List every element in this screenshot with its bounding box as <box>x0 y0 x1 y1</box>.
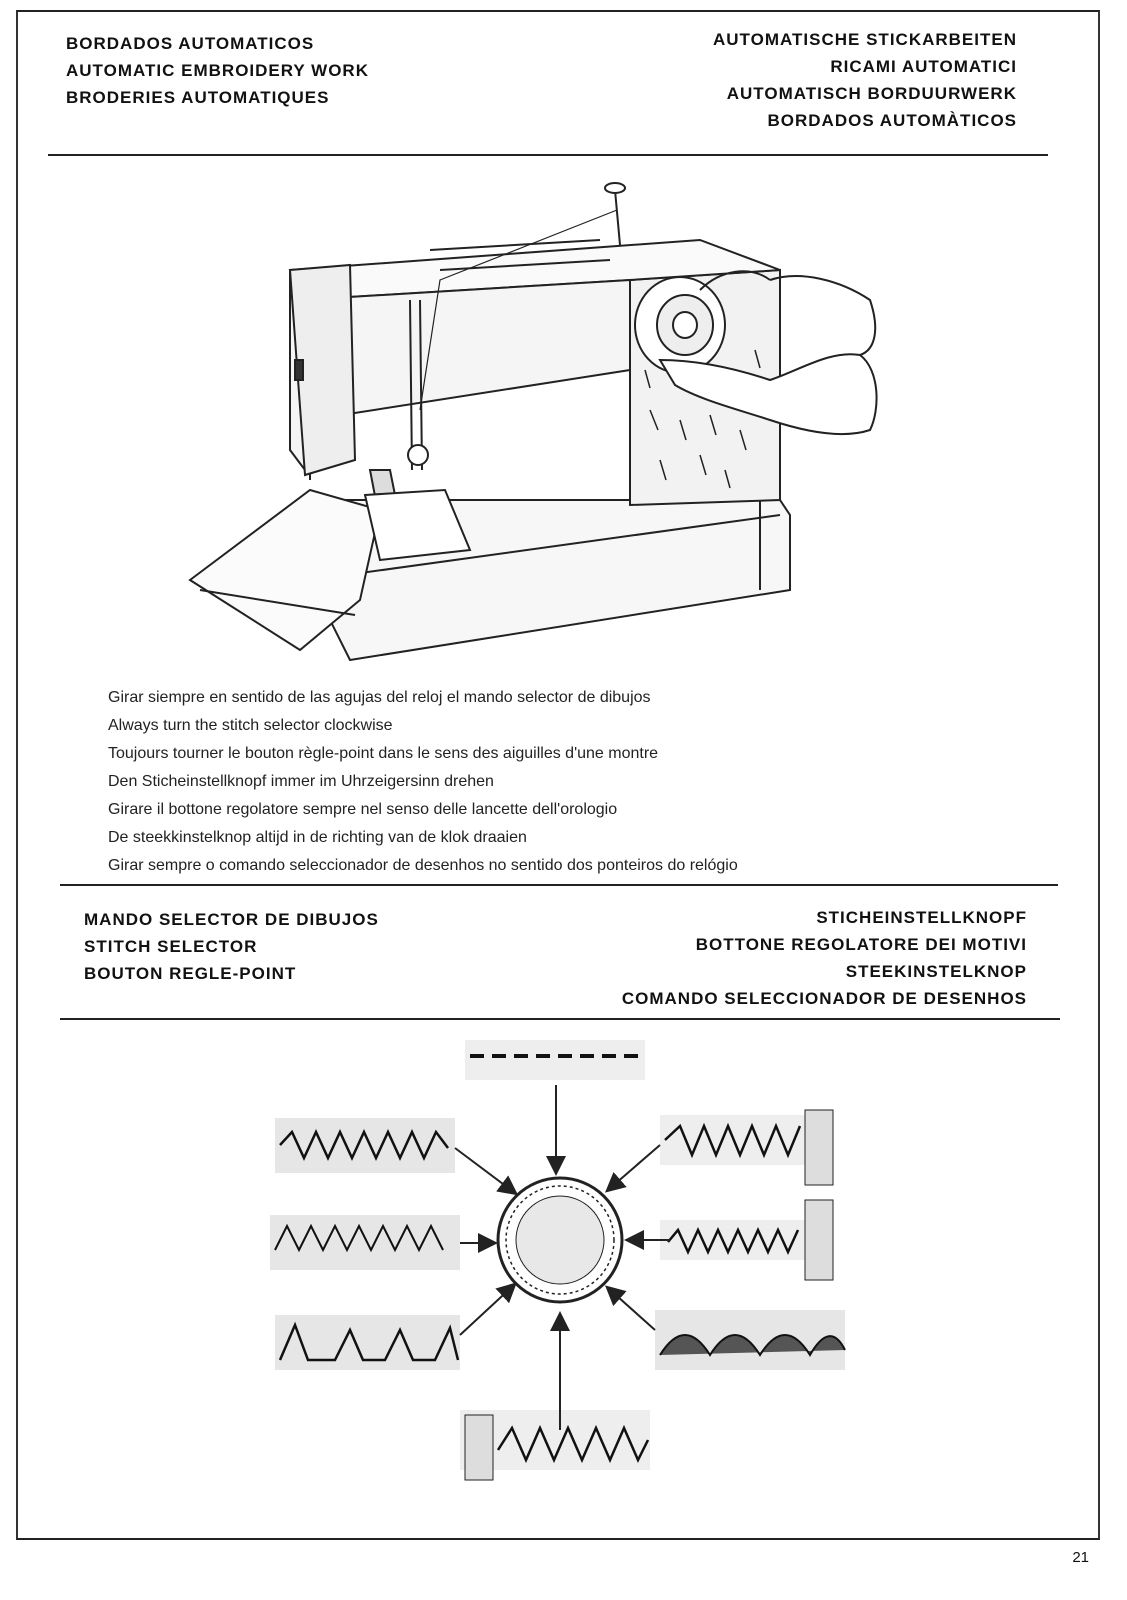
sewing-machine-illustration <box>188 182 878 662</box>
title-pt: BORDADOS AUTOMÀTICOS <box>767 111 1017 130</box>
top-header-left: BORDADOS AUTOMATICOS AUTOMATIC EMBROIDER… <box>66 30 369 111</box>
section-title-it: BOTTONE REGOLATORE DEI MOTIVI <box>695 935 1027 954</box>
section-title-es: MANDO SELECTOR DE DIBUJOS <box>84 910 379 929</box>
title-nl: AUTOMATISCH BORDUURWERK <box>726 84 1017 103</box>
section-title-nl: STEEKINSTELKNOP <box>845 962 1027 981</box>
page-frame <box>16 10 1100 1540</box>
instruction-de: Den Sticheinstellknopf immer im Uhrzeige… <box>108 773 494 790</box>
top-rule <box>48 154 1048 156</box>
section-header-left: MANDO SELECTOR DE DIBUJOS STITCH SELECTO… <box>84 906 379 987</box>
instruction-en: Always turn the stitch selector clockwis… <box>108 717 393 734</box>
section-title-fr: BOUTON REGLE-POINT <box>84 964 297 983</box>
instruction-list: Girar siempre en sentido de las agujas d… <box>108 684 738 880</box>
instruction-it: Girare il bottone regolatore sempre nel … <box>108 801 618 818</box>
page-number: 21 <box>1072 1549 1089 1566</box>
section-header-right: STICHEINSTELLKNOPF BOTTONE REGOLATORE DE… <box>622 904 1027 1012</box>
section-title-pt: COMANDO SELECCIONADOR DE DESENHOS <box>621 989 1027 1008</box>
section-rule <box>60 1018 1060 1020</box>
title-en: AUTOMATIC EMBROIDERY WORK <box>66 61 369 80</box>
section-title-de: STICHEINSTELLKNOPF <box>816 908 1027 927</box>
title-es: BORDADOS AUTOMATICOS <box>66 34 315 53</box>
title-fr: BRODERIES AUTOMATIQUES <box>66 88 330 107</box>
middle-rule <box>60 884 1058 886</box>
title-de: AUTOMATISCHE STICKARBEITEN <box>713 30 1017 49</box>
instruction-nl: De steekkinstelknop altijd in de richtin… <box>108 829 527 846</box>
instruction-fr: Toujours tourner le bouton règle-point d… <box>108 745 659 762</box>
selector-dial <box>496 1176 624 1304</box>
section-title-en: STITCH SELECTOR <box>84 937 258 956</box>
instruction-es: Girar siempre en sentido de las agujas d… <box>108 689 651 706</box>
stitch-selector-diagram <box>270 1040 846 1481</box>
title-it: RICAMI AUTOMATICI <box>830 57 1017 76</box>
top-header-right: AUTOMATISCHE STICKARBEITEN RICAMI AUTOMA… <box>713 26 1017 134</box>
instruction-pt: Girar sempre o comando seleccionador de … <box>108 857 738 874</box>
